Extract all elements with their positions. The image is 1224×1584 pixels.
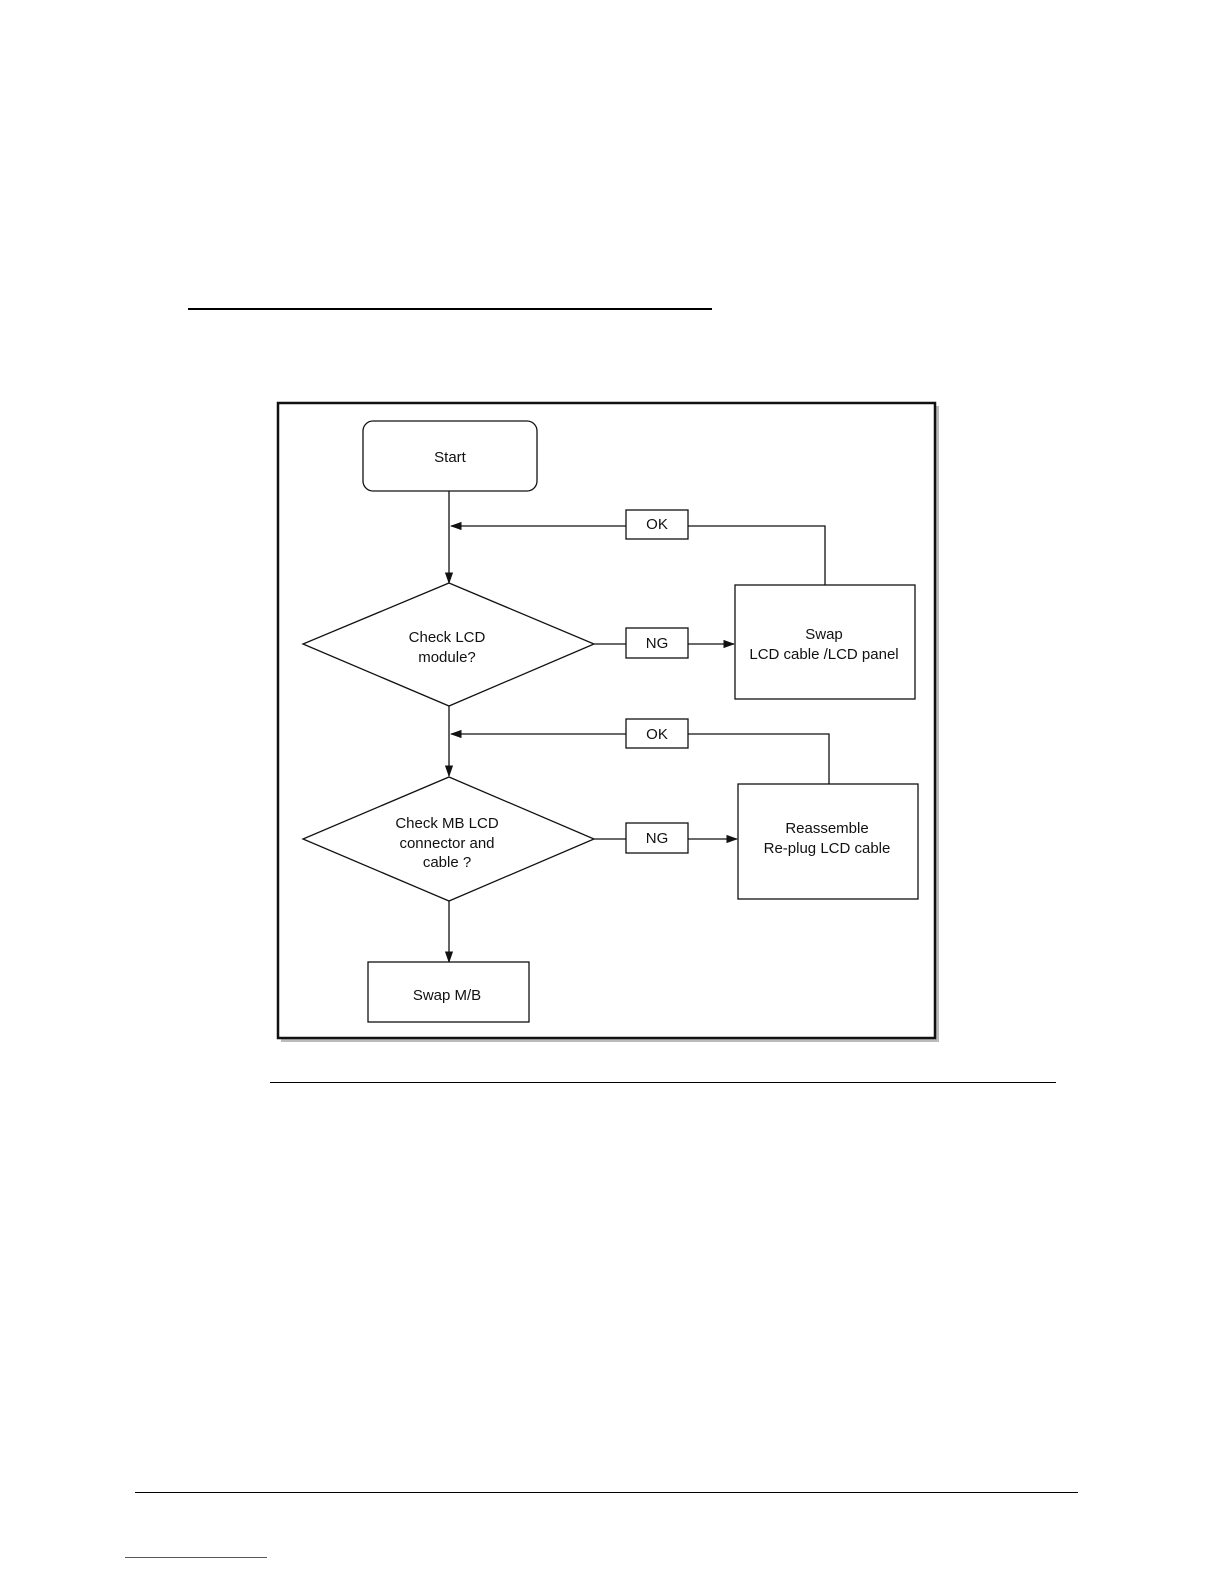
check-mb-label-line2: connector and [399, 835, 494, 852]
check-lcd-label-line2: module? [418, 649, 476, 666]
swap-mb-label: Swap M/B [413, 987, 481, 1004]
ng-label-2: NG [646, 830, 669, 847]
check-mb-label-line1: Check MB LCD [395, 815, 499, 832]
swap-lcd-label-line2: LCD cable /LCD panel [749, 646, 898, 663]
swap-lcd-label-line1: Swap [805, 626, 843, 643]
check-lcd-label-line1: Check LCD [409, 629, 486, 646]
reassemble-label-line2: Re-plug LCD cable [764, 840, 891, 857]
flowchart-frame [278, 403, 935, 1038]
ng-label-1: NG [646, 635, 669, 652]
check-mb-label-line3: cable ? [423, 854, 471, 871]
start-label: Start [434, 449, 467, 466]
ok-label-1: OK [646, 516, 668, 533]
reassemble-label-line1: Reassemble [785, 820, 868, 837]
ok-label-2: OK [646, 726, 668, 743]
